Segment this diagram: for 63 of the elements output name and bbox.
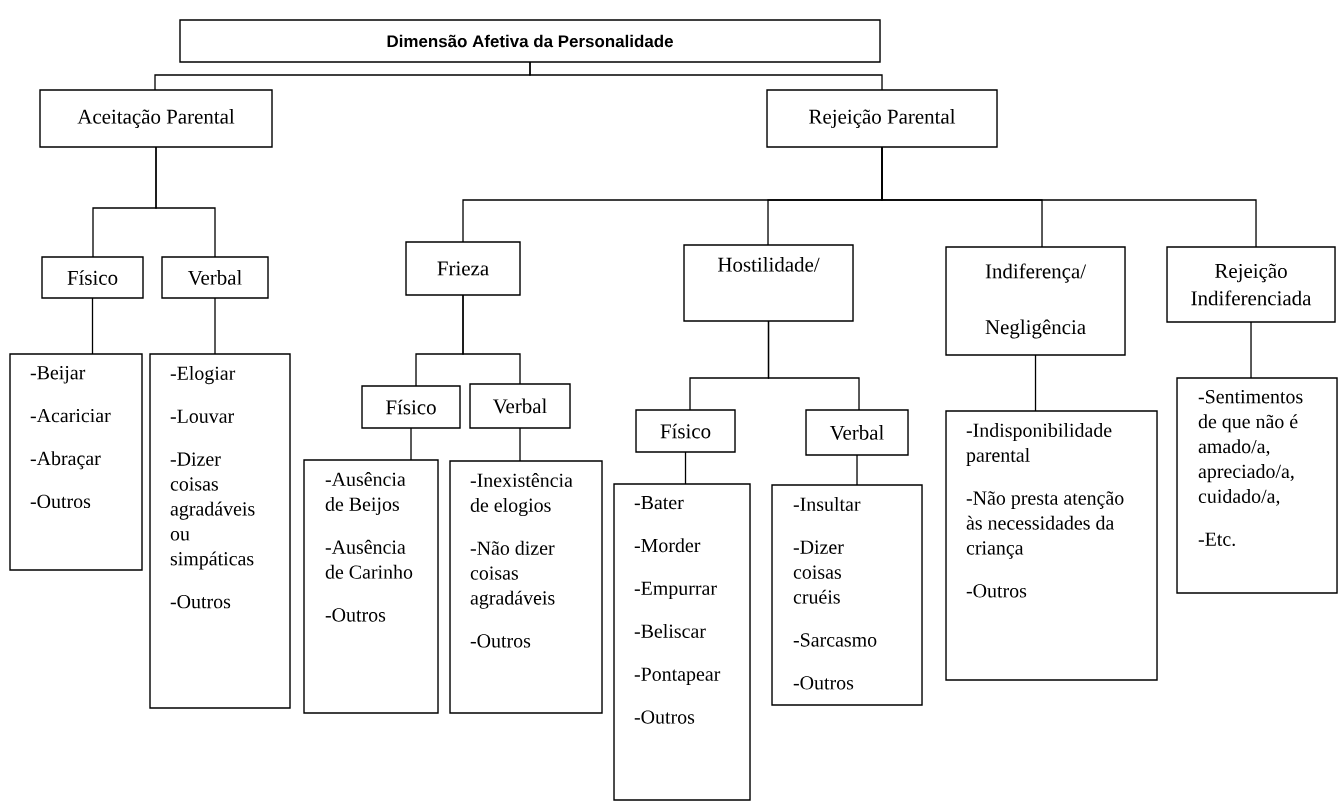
category-box: Rejeição Parental — [766, 89, 998, 148]
connector-line — [856, 454, 858, 486]
list-box — [149, 353, 291, 709]
list-item: -Dizer coisas agradáveis ou simpáticas — [170, 452, 255, 570]
title-box: Dimensão Afetiva da Personalidade — [179, 19, 881, 63]
list-item: -Sarcasmo — [793, 633, 877, 647]
list-item: -Morder — [634, 538, 701, 553]
connector-line — [529, 61, 883, 91]
list-item: -Elogiar — [170, 366, 236, 385]
category-box: Físico — [635, 409, 736, 453]
connector-line — [1250, 321, 1252, 379]
connector-line — [410, 427, 412, 461]
connector-line — [767, 320, 860, 411]
list-item: -Beijar — [30, 366, 86, 384]
list-item: -Outros — [30, 494, 91, 509]
list-item: -Dizer coisas cruéis — [793, 540, 844, 604]
list-box — [945, 410, 1158, 681]
list-item: -Ausência de Carinho — [325, 539, 413, 579]
connector-line — [91, 297, 94, 355]
connector-line — [214, 297, 216, 355]
list-item: -Beliscar — [634, 623, 706, 638]
list-item: -Insultar — [793, 497, 861, 511]
connector-line — [1034, 354, 1037, 412]
list-item: -Ausência de Beijos — [325, 472, 406, 515]
list-item: -Abraçar — [30, 451, 101, 470]
connector-line — [519, 427, 521, 462]
list-item: -Não dizer coisas agradáveis — [470, 540, 555, 609]
list-item: -Outros — [325, 608, 386, 622]
category-box: Rejeição Indiferenciada — [1166, 246, 1336, 323]
category-box: Verbal — [469, 383, 571, 429]
list-item: -Sentimentos de que não é amado/a, apreciado/a, cuidado/a, — [1198, 390, 1303, 506]
list-item: -Outros — [793, 676, 854, 690]
category-box: Verbal — [805, 409, 909, 456]
list-item: -Inexistência de elogios — [470, 473, 573, 517]
list-box — [9, 353, 143, 571]
list-box — [303, 459, 439, 714]
list-item: -Louvar — [170, 409, 234, 423]
list-box — [1176, 377, 1338, 594]
list-item: -Acariciar — [30, 408, 111, 423]
category-box: Físico — [41, 256, 144, 299]
connector-line — [881, 146, 1257, 248]
connector-line — [462, 294, 521, 385]
list-item: -Outros — [470, 634, 531, 648]
list-item: -Pontapear — [634, 667, 721, 685]
list-item: -Etc. — [1198, 532, 1235, 546]
list-item: -Indisponibilidade parental — [966, 423, 1112, 466]
list-item: -Outros — [634, 710, 695, 724]
category-box: Aceitação Parental — [39, 89, 273, 148]
connector-line — [155, 146, 216, 258]
list-box — [449, 460, 603, 714]
category-box: Verbal — [161, 256, 269, 299]
list-box — [771, 484, 923, 706]
category-box: Indiferença/ Negligência — [945, 246, 1126, 356]
list-box — [613, 483, 751, 801]
category-box: Frieza — [405, 241, 521, 296]
list-item: -Não presta atenção às necessidades da criança — [966, 491, 1124, 559]
connector-line — [684, 451, 687, 485]
list-item: -Outros — [170, 595, 231, 609]
list-item: -Outros — [966, 584, 1027, 598]
category-box: Físico — [361, 385, 461, 429]
list-item: -Empurrar — [634, 581, 717, 600]
list-item: -Bater — [634, 496, 684, 510]
category-box: Hostilidade/ — [683, 244, 854, 322]
